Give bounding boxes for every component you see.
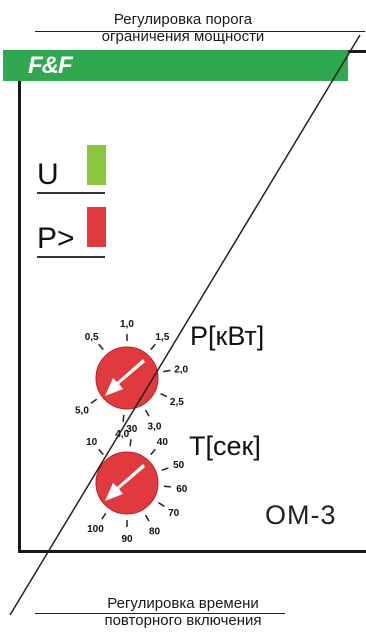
dial-tick-label: 70 bbox=[168, 508, 180, 519]
dial-tick-label: 0,5 bbox=[85, 332, 99, 343]
dial-tick bbox=[98, 343, 104, 351]
dial-tick-label: 30 bbox=[126, 424, 138, 435]
dial-tick-label: 3,0 bbox=[148, 422, 162, 433]
dial-tick bbox=[150, 448, 156, 456]
dial-tick bbox=[163, 485, 171, 488]
dial-tick-label: 50 bbox=[173, 460, 185, 471]
dial-tick-label: 4,0 bbox=[115, 429, 129, 440]
dial-tick bbox=[150, 343, 156, 351]
dial-tick-label: 5,0 bbox=[75, 406, 89, 417]
dial-tick-label: 80 bbox=[149, 527, 161, 538]
power-led bbox=[87, 207, 106, 247]
dial-tick-label: 2,5 bbox=[170, 397, 184, 408]
dial-tick bbox=[144, 514, 150, 522]
time-dial[interactable]: 10 30 40 50 60 70 80 90 100 bbox=[86, 424, 188, 545]
dial-tick bbox=[122, 414, 125, 422]
time-knob-arrow-icon bbox=[105, 464, 145, 501]
top-caption-line1: Регулировка порога bbox=[113, 11, 253, 28]
model-label: OM-3 bbox=[265, 500, 337, 530]
top-caption-rule bbox=[35, 31, 365, 32]
dial-tick bbox=[161, 467, 169, 472]
bottom-caption: Регулировка времени повторного включения bbox=[0, 595, 366, 629]
dial-tick bbox=[163, 369, 171, 373]
dial-tick bbox=[144, 409, 150, 417]
indicator-rule-u bbox=[37, 192, 105, 194]
leader-line-diagonal bbox=[9, 34, 361, 616]
dial-tick-label: 40 bbox=[157, 437, 169, 448]
time-knob[interactable] bbox=[95, 451, 159, 515]
dial-tick-label: 2,0 bbox=[174, 364, 188, 375]
dial-tick bbox=[129, 439, 132, 447]
indicator-rule-p bbox=[37, 256, 105, 258]
indicator-label-u: U bbox=[37, 158, 59, 191]
dial-tick bbox=[101, 512, 107, 520]
top-caption-line2: ограничения мощности bbox=[101, 28, 265, 45]
power-dial-title: P[кВт] bbox=[190, 321, 265, 351]
dial-tick-label: 100 bbox=[87, 524, 104, 535]
bottom-caption-line1: Регулировка времени bbox=[107, 595, 259, 612]
dial-tick bbox=[157, 501, 165, 507]
dial-tick-label: 1,5 bbox=[155, 332, 169, 343]
voltage-led bbox=[87, 145, 106, 185]
dial-tick-label: 90 bbox=[121, 534, 133, 545]
dial-tick bbox=[90, 398, 98, 404]
top-caption: Регулировка порога ограничения мощности bbox=[0, 11, 366, 45]
power-dial[interactable]: 0,5 1,0 1,5 2,0 2,5 3,0 4,0 5,0 bbox=[75, 319, 189, 440]
indicator-label-p: P> bbox=[37, 222, 75, 255]
time-dial-title: T[сек] bbox=[189, 431, 261, 461]
brand-bar: F&F bbox=[3, 50, 348, 81]
bottom-caption-rule bbox=[35, 613, 285, 614]
dial-tick bbox=[98, 448, 104, 456]
dial-tick-label: 1,0 bbox=[120, 319, 134, 330]
dial-tick bbox=[160, 392, 168, 398]
dial-tick-label: 10 bbox=[86, 437, 98, 448]
bottom-caption-line2: повторного включения bbox=[104, 612, 262, 629]
brand-logo: F&F bbox=[28, 52, 73, 79]
dial-tick-label: 60 bbox=[176, 484, 188, 495]
power-knob[interactable] bbox=[95, 346, 159, 410]
power-knob-arrow-icon bbox=[105, 359, 145, 396]
